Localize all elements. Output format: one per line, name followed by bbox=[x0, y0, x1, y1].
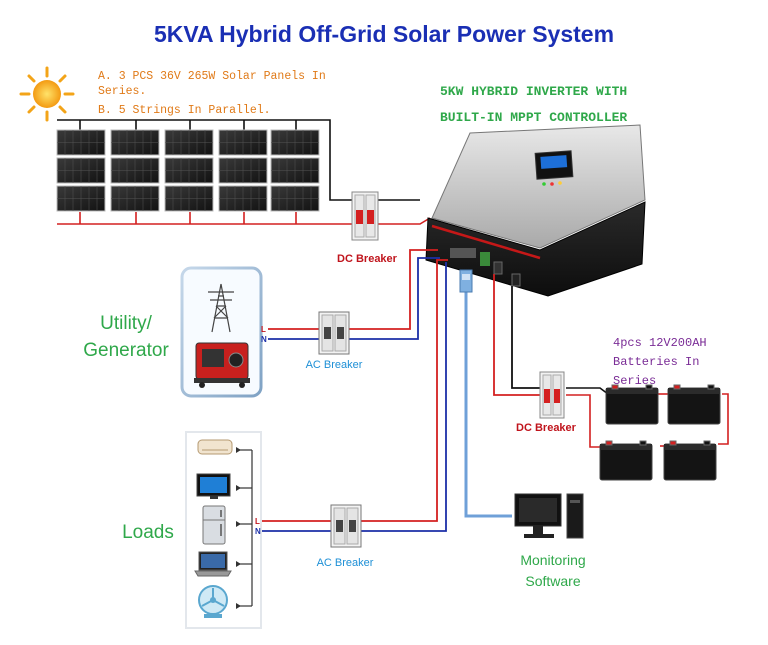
loads-terminal-n: N bbox=[255, 527, 261, 536]
solar-panel-icon bbox=[218, 157, 268, 184]
loads-label: Loads bbox=[122, 522, 174, 543]
ac-breaker-loads bbox=[330, 504, 362, 548]
page-title: 5KVA Hybrid Off-Grid Solar Power System bbox=[154, 21, 614, 47]
comm-plug-icon bbox=[459, 269, 473, 293]
ac-breaker-utility-label: AC Breaker bbox=[306, 359, 363, 371]
refrigerator-icon bbox=[202, 505, 226, 545]
battery-icon bbox=[667, 384, 721, 425]
battery-icon bbox=[605, 384, 659, 425]
battery-wiring bbox=[566, 387, 729, 448]
panel-note-line-b: B. 5 Strings In Parallel. bbox=[98, 104, 271, 117]
battery-icon bbox=[599, 440, 653, 481]
laptop-icon bbox=[194, 551, 232, 577]
dc-breaker-battery-label: DC Breaker bbox=[516, 422, 577, 434]
battery-note-line3: Series bbox=[613, 374, 656, 388]
utility-label-line1: Utility/ bbox=[100, 313, 152, 334]
solar-panel-icon bbox=[270, 129, 320, 156]
computer-icon bbox=[514, 493, 584, 539]
inverter-icon bbox=[425, 124, 646, 297]
battery-note-line1: 4pcs 12V200AH bbox=[613, 336, 707, 350]
monitoring-label-line1: Monitoring bbox=[520, 552, 585, 568]
solar-panel-icon bbox=[56, 129, 106, 156]
panel-note-line-a2: Series. bbox=[98, 85, 146, 98]
solar-panel-icon bbox=[56, 185, 106, 212]
utility-terminal-l: L bbox=[261, 325, 266, 334]
battery-bank bbox=[599, 384, 721, 481]
inverter-title-line1: 5KW HYBRID INVERTER WITH bbox=[440, 84, 627, 99]
tv-icon bbox=[196, 473, 231, 499]
sun-icon bbox=[19, 66, 75, 122]
utility-terminal-n: N bbox=[261, 335, 267, 344]
battery-icon bbox=[663, 440, 717, 481]
fan-icon bbox=[198, 585, 228, 618]
battery-note-line2: Batteries In bbox=[613, 355, 699, 369]
solar-panel-icon bbox=[110, 157, 160, 184]
solar-panel-icon bbox=[164, 157, 214, 184]
panel-wiring bbox=[57, 119, 431, 225]
solar-panel-icon bbox=[56, 157, 106, 184]
dc-breaker-battery bbox=[539, 371, 565, 419]
solar-panel-icon bbox=[164, 185, 214, 212]
panel-note-line-a1: A. 3 PCS 36V 265W Solar Panels In bbox=[98, 70, 326, 83]
solar-panel-icon bbox=[110, 185, 160, 212]
ac-breaker-utility bbox=[318, 311, 350, 355]
generator-icon bbox=[194, 342, 250, 388]
ac-wiring bbox=[262, 249, 545, 532]
air-conditioner-icon bbox=[197, 439, 233, 455]
solar-panel-array bbox=[56, 129, 320, 212]
solar-panel-icon bbox=[218, 185, 268, 212]
utility-label-line2: Generator bbox=[83, 340, 169, 361]
solar-panel-icon bbox=[110, 129, 160, 156]
solar-panel-icon bbox=[218, 129, 268, 156]
transmission-tower-icon bbox=[208, 283, 234, 333]
solar-panel-icon bbox=[270, 185, 320, 212]
dc-breaker-top bbox=[351, 191, 379, 241]
ac-breaker-loads-label: AC Breaker bbox=[317, 557, 374, 569]
monitoring-label-line2: Software bbox=[525, 573, 580, 589]
loads-terminal-l: L bbox=[255, 517, 260, 526]
dc-breaker-top-label: DC Breaker bbox=[337, 253, 398, 265]
arrow-heads bbox=[236, 447, 241, 609]
solar-panel-icon bbox=[164, 129, 214, 156]
inverter-title-line2: BUILT-IN MPPT CONTROLLER bbox=[440, 110, 627, 125]
solar-panel-icon bbox=[270, 157, 320, 184]
